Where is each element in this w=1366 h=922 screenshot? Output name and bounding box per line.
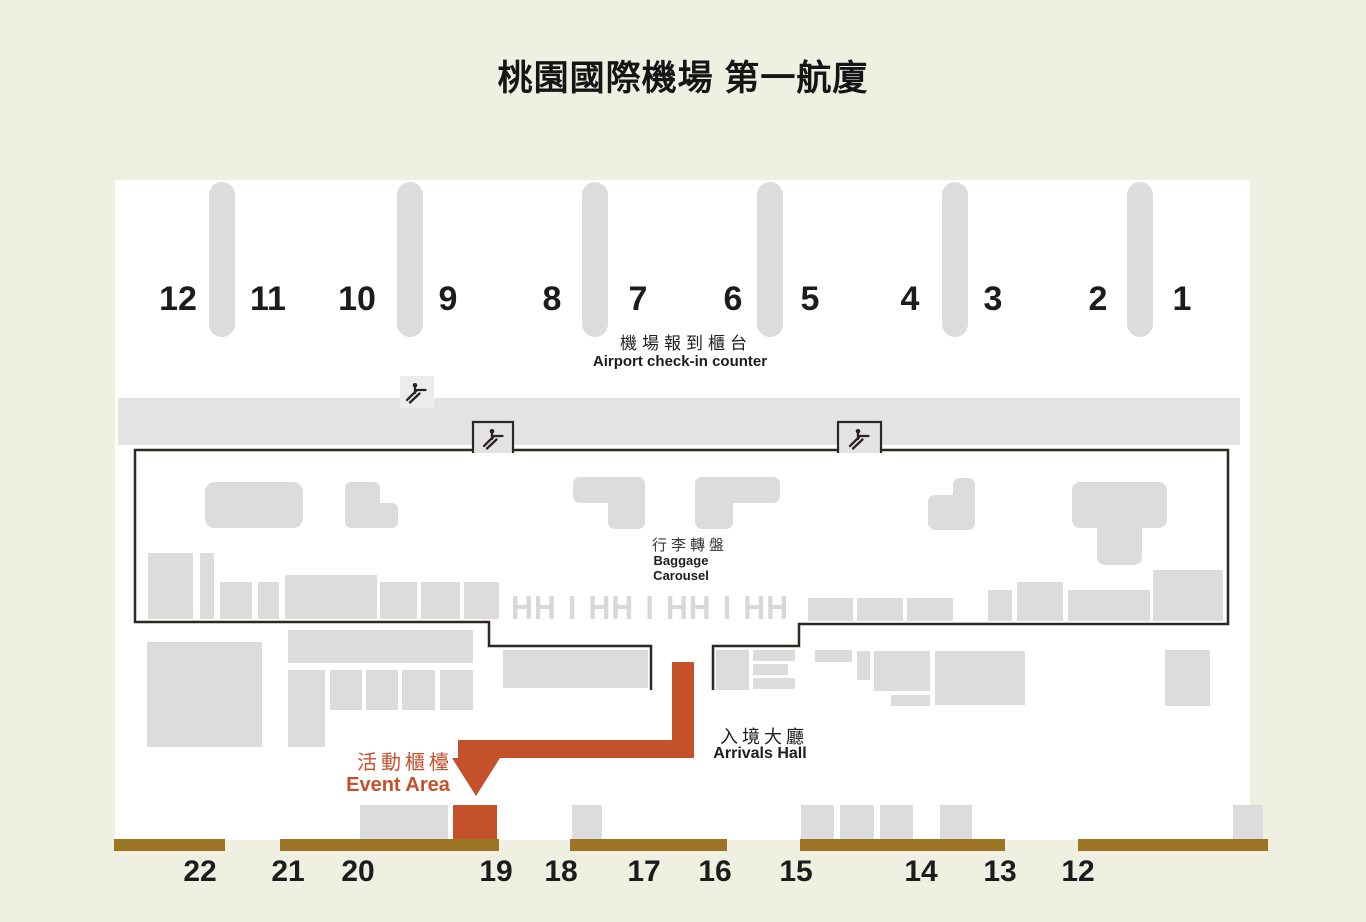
checkin-counter-block xyxy=(209,182,235,337)
checkin-counter-number: 2 xyxy=(1088,280,1108,318)
checkin-counter-block xyxy=(942,182,968,337)
baggage-carousel-label-en2: Carousel xyxy=(653,568,709,583)
structure-blocks xyxy=(147,477,1263,839)
checkin-counter-number: 4 xyxy=(900,280,920,318)
event-area-label-en: Event Area xyxy=(346,774,450,796)
exit-gate-numbers: 22 21 20 19 18 17 16 15 14 13 12 xyxy=(0,855,1366,891)
exit-gate-number: 20 xyxy=(341,855,375,888)
exit-gate-number: 13 xyxy=(983,855,1017,888)
exit-gate-number: 22 xyxy=(183,855,217,888)
exit-gate-number: 16 xyxy=(698,855,732,888)
exit-gate-number: 12 xyxy=(1061,855,1095,888)
event-area-label-zh: 活動櫃檯 xyxy=(357,752,453,774)
checkin-counter-number: 9 xyxy=(438,280,458,318)
checkin-counter-number: 7 xyxy=(628,280,648,318)
exit-gate-number: 14 xyxy=(904,855,938,888)
exit-gate-number: 19 xyxy=(479,855,513,888)
exit-gate-number: 15 xyxy=(779,855,813,888)
route-arrow xyxy=(452,662,694,796)
baggage-carousel-label-en1: Baggage xyxy=(653,553,709,568)
baggage-carousel-shape xyxy=(695,477,733,529)
escalator-boxes xyxy=(471,420,883,453)
arrivals-hall-label-en: Arrivals Hall xyxy=(713,745,807,762)
exit-bar xyxy=(114,839,225,851)
baggage-carousel-shape xyxy=(608,477,645,529)
checkin-counter-number: 5 xyxy=(800,280,820,318)
page-title: 桃園國際機場 第一航廈 xyxy=(497,59,869,98)
arrivals-area-outline xyxy=(133,448,1230,690)
checkin-counter-label-en: Airport check-in counter xyxy=(592,353,768,370)
exit-bars xyxy=(114,839,1268,851)
exit-bar xyxy=(570,839,727,851)
checkin-counter-block xyxy=(582,182,608,337)
walkway-band xyxy=(118,398,1240,445)
checkin-counter-numbers: 12 11 10 9 8 7 6 5 4 3 2 1 xyxy=(0,280,1366,320)
arrowhead xyxy=(452,758,500,796)
checkin-counter-number: 1 xyxy=(1172,280,1192,318)
exit-bar xyxy=(280,839,499,851)
event-booth-block xyxy=(453,805,497,839)
checkin-counter-number: 8 xyxy=(542,280,562,318)
checkin-counter-block xyxy=(757,182,783,337)
arrivals-hall-label-zh: 入境大廳 xyxy=(720,727,808,747)
exit-gate-number: 18 xyxy=(544,855,578,888)
escalator-box xyxy=(400,376,434,408)
exit-bar xyxy=(800,839,1005,851)
baggage-carousel-label-zh: 行李轉盤 xyxy=(651,537,729,554)
exit-gate-number: 21 xyxy=(271,855,305,888)
checkin-counter-block xyxy=(1127,182,1153,337)
checkin-counter-number: 11 xyxy=(250,280,286,318)
checkin-counter-block xyxy=(397,182,423,337)
exit-bar xyxy=(1078,839,1268,851)
checkin-counter-number: 10 xyxy=(338,280,376,318)
checkin-counter-label-zh: 機場報到櫃台 xyxy=(620,334,752,353)
baggage-carousel-glyph-row: HH I HH I HH I HH xyxy=(511,589,789,626)
checkin-counter-blocks xyxy=(209,182,1153,337)
exit-gate-number: 17 xyxy=(627,855,661,888)
checkin-counter-number: 3 xyxy=(983,280,1003,318)
checkin-counter-number: 6 xyxy=(723,280,743,318)
checkin-counter-number: 12 xyxy=(159,280,197,318)
